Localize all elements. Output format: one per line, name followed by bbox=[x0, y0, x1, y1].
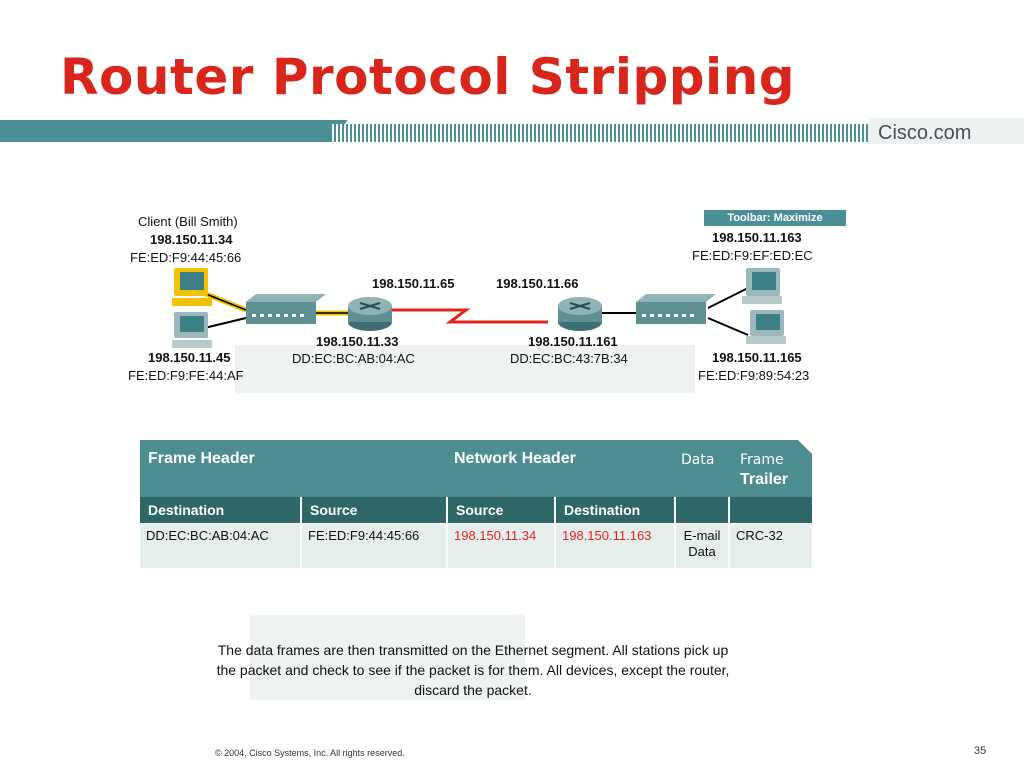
slide-title: Router Protocol Stripping bbox=[60, 48, 796, 106]
host4-ip-label: 198.150.11.165 bbox=[712, 350, 802, 365]
brand-area bbox=[868, 118, 1024, 144]
cell-dest-mac: DD:EC:BC:AB:04:AC bbox=[140, 524, 300, 568]
panel-shade-2 bbox=[250, 615, 525, 700]
wan-link bbox=[390, 308, 548, 324]
router2-wan-ip-label: 198.150.11.66 bbox=[496, 276, 579, 291]
panel-shade bbox=[235, 345, 695, 393]
cell-data-line2: Data bbox=[688, 544, 716, 559]
caption-line-1: The data frames are then transmitted on … bbox=[217, 642, 729, 658]
router2-mac-label: DD:EC:BC:43:7B:34 bbox=[510, 351, 628, 366]
network-header-label: Network Header bbox=[454, 450, 576, 467]
client-pc-icon bbox=[172, 268, 212, 306]
data-group-label: Data bbox=[681, 452, 715, 468]
client-name-label: Client (Bill Smith) bbox=[138, 214, 238, 229]
page-number: 35 bbox=[974, 745, 987, 757]
frame-trailer-label-1: Frame bbox=[740, 452, 784, 468]
cell-data: E-mail Data bbox=[676, 524, 728, 568]
frame-table: Frame Header Network Header Data Frame T… bbox=[140, 440, 812, 570]
router2-lan-ip-label: 198.150.11.161 bbox=[528, 334, 618, 349]
router-right-icon bbox=[558, 297, 602, 331]
link-host4 bbox=[707, 317, 749, 336]
switch-left-icon bbox=[246, 294, 326, 324]
client-mac-label: FE:ED:F9:44:45:66 bbox=[130, 250, 242, 265]
caption-text: The data frames are then transmitted on … bbox=[148, 640, 798, 700]
host3-ip-label: 198.150.11.163 bbox=[712, 230, 802, 245]
caption-line-2: the packet and check to see if the packe… bbox=[216, 662, 730, 678]
frame-group-header bbox=[140, 440, 812, 497]
router1-mac-label: DD:EC:BC:AB:04:AC bbox=[292, 351, 415, 366]
link-host3 bbox=[707, 287, 749, 309]
cell-trailer: CRC-32 bbox=[730, 524, 812, 568]
host4-mac-label: FE:ED:F9:89:54:23 bbox=[698, 368, 810, 383]
col-src-ip: Source bbox=[446, 497, 554, 523]
col-data-empty bbox=[674, 497, 728, 523]
cell-data-line1: E-mail bbox=[683, 528, 721, 543]
col-src-mac: Source bbox=[300, 497, 446, 523]
host2-pc-icon bbox=[172, 312, 212, 348]
toolbar-maximize-button[interactable]: Toolbar: Maximize bbox=[704, 210, 846, 226]
col-dest-ip: Destination bbox=[554, 497, 674, 523]
host3-pc-icon bbox=[742, 268, 782, 304]
host3-mac-label: FE:ED:F9:EF:ED:EC bbox=[692, 248, 813, 263]
router1-lan-ip-label: 198.150.11.33 bbox=[316, 334, 399, 349]
cell-dest-ip: 198.150.11.163 bbox=[556, 524, 674, 568]
frame-header-label: Frame Header bbox=[148, 450, 255, 467]
header-band bbox=[0, 120, 320, 142]
host2-ip-label: 198.150.11.45 bbox=[148, 350, 231, 365]
col-trailer-empty bbox=[728, 497, 812, 523]
copyright-footer: © 2004, Cisco Systems, Inc. All rights r… bbox=[215, 748, 405, 758]
column-header-row bbox=[140, 497, 812, 523]
client-ip-label: 198.150.11.34 bbox=[150, 232, 233, 247]
col-dest-mac: Destination bbox=[148, 502, 225, 518]
cell-src-ip: 198.150.11.34 bbox=[448, 524, 554, 568]
frame-trailer-label-2: Trailer bbox=[740, 471, 789, 488]
caption-line-3: discard the packet. bbox=[414, 682, 532, 698]
header-band-stripes bbox=[330, 124, 870, 142]
router-left-icon bbox=[348, 297, 392, 331]
cell-src-mac: FE:ED:F9:44:45:66 bbox=[302, 524, 446, 568]
switch-right-icon bbox=[636, 294, 716, 324]
cisco-logo: Cisco.com bbox=[878, 122, 972, 144]
host2-mac-label: FE:ED:F9:FE:44:AF bbox=[128, 368, 244, 383]
network-diagram bbox=[172, 268, 786, 348]
header-corner-notch bbox=[798, 440, 812, 454]
host4-pc-icon bbox=[746, 310, 786, 344]
router1-wan-ip-label: 198.150.11.65 bbox=[372, 276, 455, 291]
